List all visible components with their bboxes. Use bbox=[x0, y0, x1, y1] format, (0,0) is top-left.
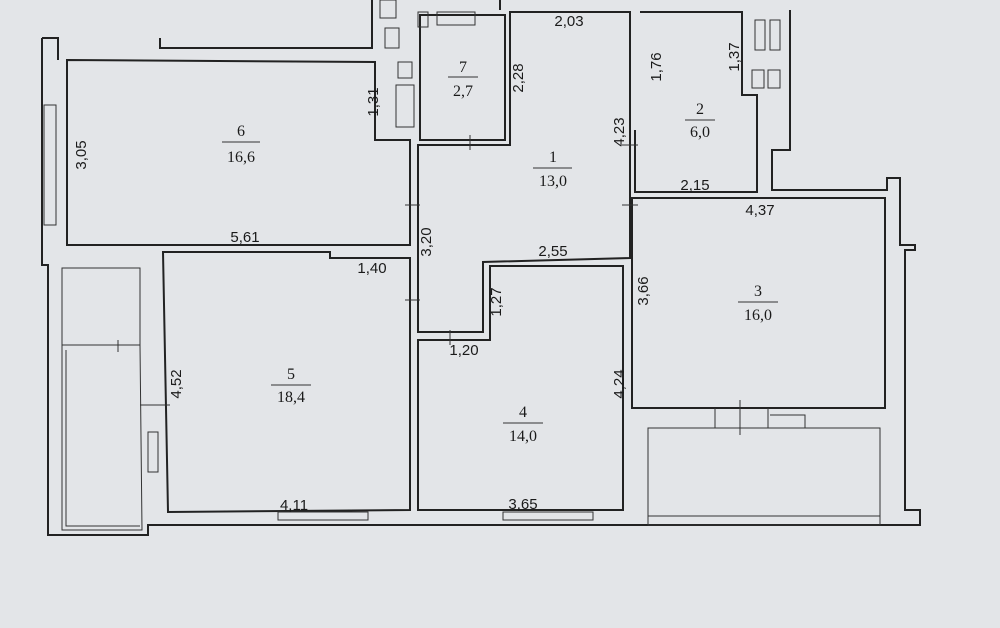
dim-3-20: 3,20 bbox=[418, 227, 435, 256]
room-3-area: 16,0 bbox=[744, 307, 772, 324]
dim-3-66: 3,66 bbox=[635, 276, 652, 305]
room-2-area: 6,0 bbox=[690, 124, 710, 141]
room-6-area: 16,6 bbox=[227, 149, 255, 166]
dim-2-28: 2,28 bbox=[510, 63, 527, 92]
dim-5-61: 5,61 bbox=[230, 229, 259, 246]
left-balcony bbox=[61, 267, 143, 531]
dim-1-76: 1,76 bbox=[648, 52, 665, 81]
room-5-area: 18,4 bbox=[277, 389, 305, 406]
dim-3-05: 3,05 bbox=[73, 140, 90, 169]
windows bbox=[43, 104, 594, 521]
dim-2-55: 2,55 bbox=[538, 243, 567, 260]
dimension-labels: 2,03 5,61 2,15 4,37 2,55 1,40 1,20 4,11 … bbox=[73, 13, 775, 514]
room-3-walls bbox=[631, 197, 886, 409]
dim-4-23: 4,23 bbox=[611, 117, 628, 146]
dim-1-40: 1,40 bbox=[357, 260, 386, 277]
room-7-number: 7 bbox=[459, 59, 467, 76]
dim-2-03: 2,03 bbox=[554, 13, 583, 30]
room-7-walls bbox=[419, 14, 506, 141]
dim-1-31: 1,31 bbox=[365, 87, 382, 116]
room-3-number: 3 bbox=[754, 283, 762, 300]
room-1-number: 1 bbox=[549, 149, 557, 166]
room-5-number: 5 bbox=[287, 366, 295, 383]
dim-4-11: 4,11 bbox=[280, 497, 308, 514]
balcony-door bbox=[714, 400, 806, 435]
dim-4-24: 4,24 bbox=[611, 369, 628, 398]
room-2-walls bbox=[634, 11, 758, 193]
room-1-area: 13,0 bbox=[539, 173, 567, 190]
room-5-walls bbox=[161, 251, 411, 514]
room-labels: 7 2,7 6 16,6 1 13,0 2 6,0 3 16,0 4 14,0 … bbox=[222, 59, 778, 445]
dim-1-37: 1,37 bbox=[726, 42, 743, 71]
bathroom-fixtures bbox=[379, 0, 781, 128]
room-4-number: 4 bbox=[519, 404, 527, 421]
door-marks bbox=[117, 135, 638, 406]
room-4-walls bbox=[417, 265, 624, 511]
dim-2-15: 2,15 bbox=[680, 177, 709, 194]
room-7-area: 2,7 bbox=[453, 83, 473, 100]
room-2-number: 2 bbox=[696, 101, 704, 118]
room-6-walls bbox=[66, 58, 411, 246]
dim-1-27: 1,27 bbox=[488, 287, 505, 316]
dim-4-52: 4,52 bbox=[168, 369, 185, 398]
dim-4-37: 4,37 bbox=[745, 202, 774, 219]
room-6-number: 6 bbox=[237, 123, 245, 140]
outer-wall bbox=[41, 0, 921, 536]
room-4-area: 14,0 bbox=[509, 428, 537, 445]
room-1-walls bbox=[417, 11, 631, 333]
dim-3-65: 3,65 bbox=[508, 496, 537, 513]
dim-1-20: 1,20 bbox=[449, 342, 478, 359]
